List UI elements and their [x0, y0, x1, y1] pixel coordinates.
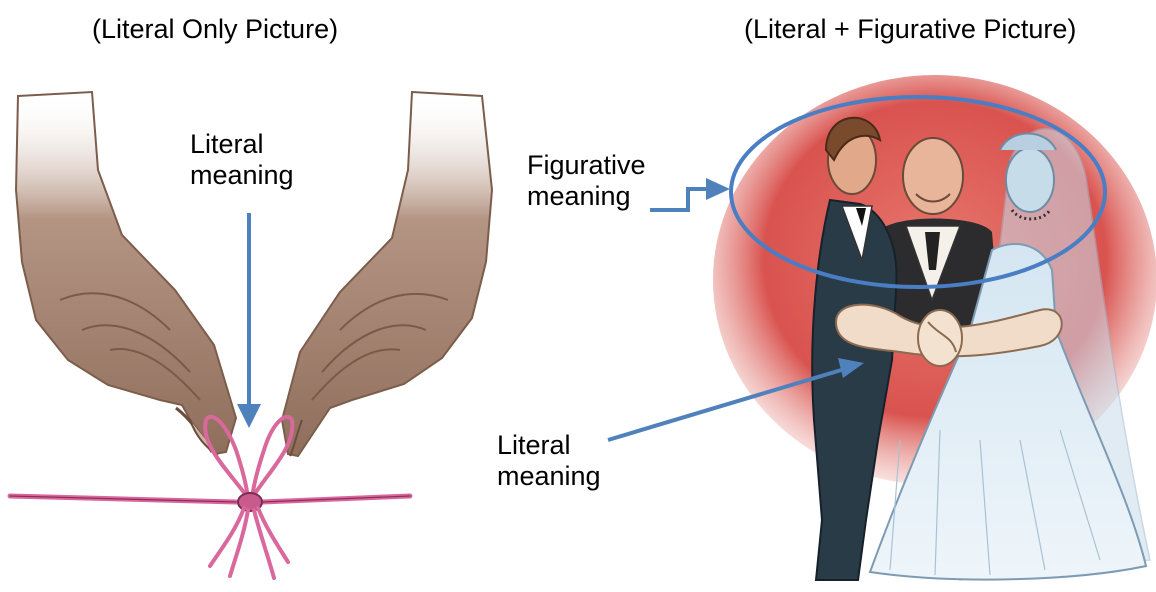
figurative-meaning-label-line1: Figurative: [527, 150, 646, 181]
figurative-arrow: [650, 178, 730, 210]
title-literal-only: (Literal Only Picture): [92, 14, 338, 45]
figurative-meaning-label: Figurative meaning: [527, 150, 646, 212]
title-literal-figurative: (Literal + Figurative Picture): [744, 14, 1076, 45]
literal-meaning-label-left: Literal meaning: [190, 129, 294, 191]
literal-meaning-label-right: Literal meaning: [497, 430, 601, 492]
literal-meaning-label-right-line2: meaning: [497, 461, 601, 492]
figurative-meaning-label-line2: meaning: [527, 181, 646, 212]
literal-meaning-label-left-line1: Literal: [190, 129, 294, 160]
literal-meaning-label-left-line2: meaning: [190, 160, 294, 191]
literal-meaning-label-right-line1: Literal: [497, 430, 601, 461]
